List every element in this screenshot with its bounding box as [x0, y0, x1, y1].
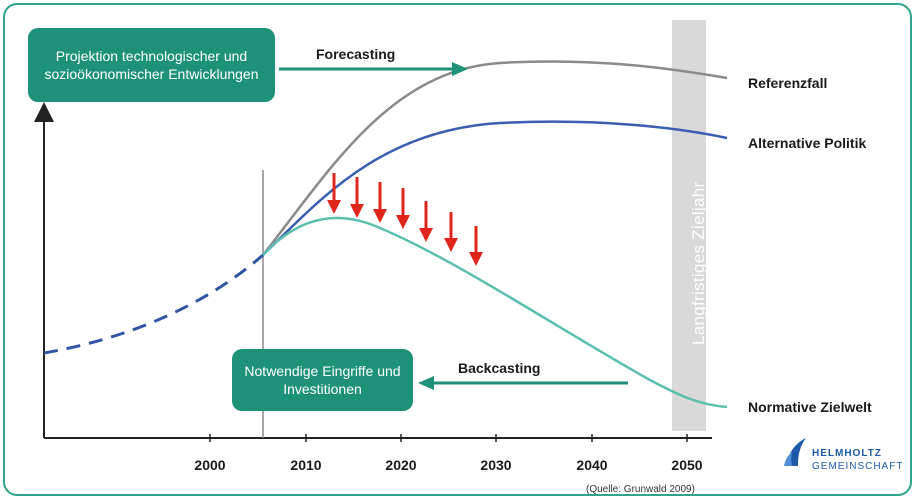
tick-label-2020: 2020	[385, 457, 417, 473]
normative-curve	[262, 216, 728, 409]
interventions-box: Notwendige Eingriffe und Investitionen	[232, 349, 413, 411]
tick-label-2040: 2040	[576, 457, 608, 473]
helmholtz-logo-icon	[784, 438, 806, 466]
red-arrow	[469, 226, 483, 266]
red-arrow	[444, 212, 458, 252]
source-note: (Quelle: Grunwald 2009)	[586, 484, 695, 495]
red-arrow	[373, 182, 387, 223]
projection-box-text: Projektion technologischer und sozioökon…	[44, 48, 259, 82]
historic-curve	[43, 253, 264, 355]
x-axis-ticks	[209, 434, 688, 442]
backcasting-label: Backcasting	[458, 360, 541, 376]
forecasting-arrow	[279, 62, 468, 76]
alternative-label: Alternative Politik	[748, 135, 867, 151]
red-arrow	[327, 173, 341, 214]
logo-line2: GEMEINSCHAFT	[812, 461, 904, 472]
interventions-box-text: Notwendige Eingriffe und Investitionen	[244, 363, 401, 397]
reference-curve	[262, 60, 728, 256]
tick-label-2050: 2050	[671, 457, 703, 473]
forecasting-label: Forecasting	[316, 46, 396, 62]
logo-line1: HELMHOLTZ	[812, 448, 882, 459]
tick-label-2000: 2000	[194, 457, 226, 473]
alternative-curve	[262, 120, 728, 256]
projection-box: Projektion technologischer und sozioökon…	[28, 28, 275, 102]
red-arrow	[419, 201, 433, 242]
normative-label: Normative Zielwelt	[748, 399, 872, 415]
red-arrow	[396, 188, 410, 229]
tick-label-2010: 2010	[290, 457, 322, 473]
red-arrow	[350, 177, 364, 218]
red-arrows	[327, 173, 483, 266]
tick-label-2030: 2030	[480, 457, 512, 473]
reference-label: Referenzfall	[748, 75, 828, 91]
helmholtz-logo: HELMHOLTZ GEMEINSCHAFT	[782, 436, 904, 478]
target-year-label: Langfristiges Zieljahr	[689, 181, 708, 345]
backcasting-arrow	[418, 376, 628, 390]
target-year-band	[672, 20, 706, 431]
